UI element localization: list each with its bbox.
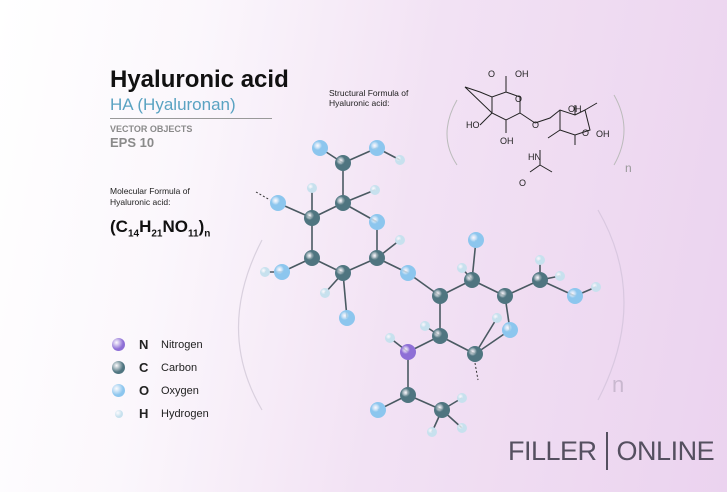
- oxygen-atom: [274, 264, 290, 280]
- legend-symbol: N: [139, 337, 149, 352]
- formula-part: H: [139, 217, 152, 236]
- legend-name: Oxygen: [161, 384, 199, 397]
- page-subtitle: HA (Hyaluronan): [110, 95, 236, 114]
- formula-sub: n: [204, 228, 211, 240]
- oxygen-atom: [369, 214, 385, 230]
- structural-n: n: [625, 161, 632, 175]
- formula-part: (C: [110, 217, 128, 236]
- structural-formula-label: Structural Formula of Hyaluronic acid:: [329, 88, 409, 108]
- carbon-atom: [304, 250, 320, 266]
- formula-sub: 21: [151, 228, 163, 240]
- logo-divider: [605, 432, 608, 470]
- molecular-formula-label: Molecular Formula of Hyaluronic acid:: [110, 186, 190, 207]
- nitrogen-atom: [400, 344, 416, 360]
- hydrogen-atom: [457, 263, 467, 273]
- formula-part: NO: [162, 217, 188, 236]
- hydrogen-atom-icon: [114, 409, 123, 418]
- oxygen-atom: [370, 402, 386, 418]
- oxygen-atom-icon: [112, 384, 125, 397]
- legend-name: Nitrogen: [161, 338, 203, 351]
- eps-label: EPS 10: [110, 135, 155, 150]
- svg-text:O: O: [519, 178, 526, 188]
- carbon-atom: [434, 402, 450, 418]
- carbon-atom: [335, 155, 351, 171]
- carbon-atom: [369, 250, 385, 266]
- left-parenthesis: [237, 239, 263, 411]
- hydrogen-atom: [260, 267, 270, 277]
- svg-text:O: O: [582, 128, 589, 138]
- vector-label: VECTOR OBJECTS: [110, 124, 193, 134]
- oxygen-atom: [400, 265, 416, 281]
- hydrogen-atom: [457, 393, 467, 403]
- carbon-atom: [497, 288, 513, 304]
- carbon-atom: [335, 265, 351, 281]
- svg-text:HO: HO: [466, 120, 480, 130]
- svg-text:O: O: [515, 94, 522, 104]
- hydrogen-atom: [492, 313, 502, 323]
- chain-continuation: [474, 362, 479, 381]
- hydrogen-atom: [420, 321, 430, 331]
- svg-text:OH: OH: [515, 69, 529, 79]
- hydrogen-atom: [457, 423, 467, 433]
- carbon-atom: [464, 272, 480, 288]
- carbon-atom-icon: [112, 361, 125, 374]
- filler-online-logo: FILLER ONLINE: [508, 432, 715, 470]
- oxygen-atom: [567, 288, 583, 304]
- hydrogen-atom: [535, 255, 545, 265]
- legend-item-oxygen: O Oxygen: [112, 383, 199, 398]
- logo-right: ONLINE: [616, 435, 715, 466]
- legend-symbol: O: [139, 383, 150, 398]
- svg-text:OH: OH: [596, 129, 610, 139]
- svg-text:HN: HN: [528, 152, 541, 162]
- repeat-n-label: n: [612, 372, 624, 397]
- legend-symbol: C: [139, 360, 149, 375]
- hydrogen-atom: [427, 427, 437, 437]
- oxygen-atom: [502, 322, 518, 338]
- logo-left: FILLER: [508, 435, 597, 466]
- legend-symbol: H: [139, 406, 149, 421]
- carbon-atom: [432, 288, 448, 304]
- hydrogen-atom: [395, 155, 405, 165]
- svg-text:OH: OH: [500, 136, 514, 146]
- hydrogen-atom: [555, 271, 565, 281]
- hydrogen-atom: [370, 185, 380, 195]
- legend-name: Carbon: [161, 361, 198, 374]
- carbon-atom: [400, 387, 416, 403]
- oxygen-atom: [369, 140, 385, 156]
- svg-text:O: O: [488, 69, 495, 79]
- hydrogen-atom: [385, 333, 395, 343]
- carbon-atom: [304, 210, 320, 226]
- hydrogen-atom: [307, 183, 317, 193]
- right-parenthesis: [597, 209, 625, 401]
- legend-name: Hydrogen: [161, 407, 209, 420]
- legend-item-nitrogen: N Nitrogen: [112, 337, 203, 352]
- oxygen-atom: [270, 195, 286, 211]
- nitrogen-atom-icon: [112, 338, 125, 351]
- carbon-atom: [467, 346, 483, 362]
- hydrogen-atom: [591, 282, 601, 292]
- atoms: [260, 140, 601, 437]
- legend-item-hydrogen: H Hydrogen: [112, 406, 209, 421]
- legend-item-carbon: C Carbon: [112, 360, 197, 375]
- formula-part: ): [198, 217, 205, 236]
- formula-sub: 11: [187, 228, 199, 240]
- oxygen-atom: [339, 310, 355, 326]
- hydrogen-atom: [395, 235, 405, 245]
- svg-text:O: O: [532, 120, 539, 130]
- page-title: Hyaluronic acid: [110, 66, 289, 93]
- divider: [110, 118, 272, 119]
- oxygen-atom: [312, 140, 328, 156]
- structural-formula: O OH O HO OH O OH OH O HN O n: [446, 69, 632, 188]
- oxygen-atom: [468, 232, 484, 248]
- molecular-formula: (C14H21NO11)n: [110, 217, 210, 239]
- carbon-atom: [532, 272, 548, 288]
- formula-sub: 14: [127, 228, 140, 240]
- carbon-atom: [335, 195, 351, 211]
- hydrogen-atom: [320, 288, 330, 298]
- svg-text:OH: OH: [568, 104, 582, 114]
- carbon-atom: [432, 328, 448, 344]
- chain-continuation: [255, 191, 271, 201]
